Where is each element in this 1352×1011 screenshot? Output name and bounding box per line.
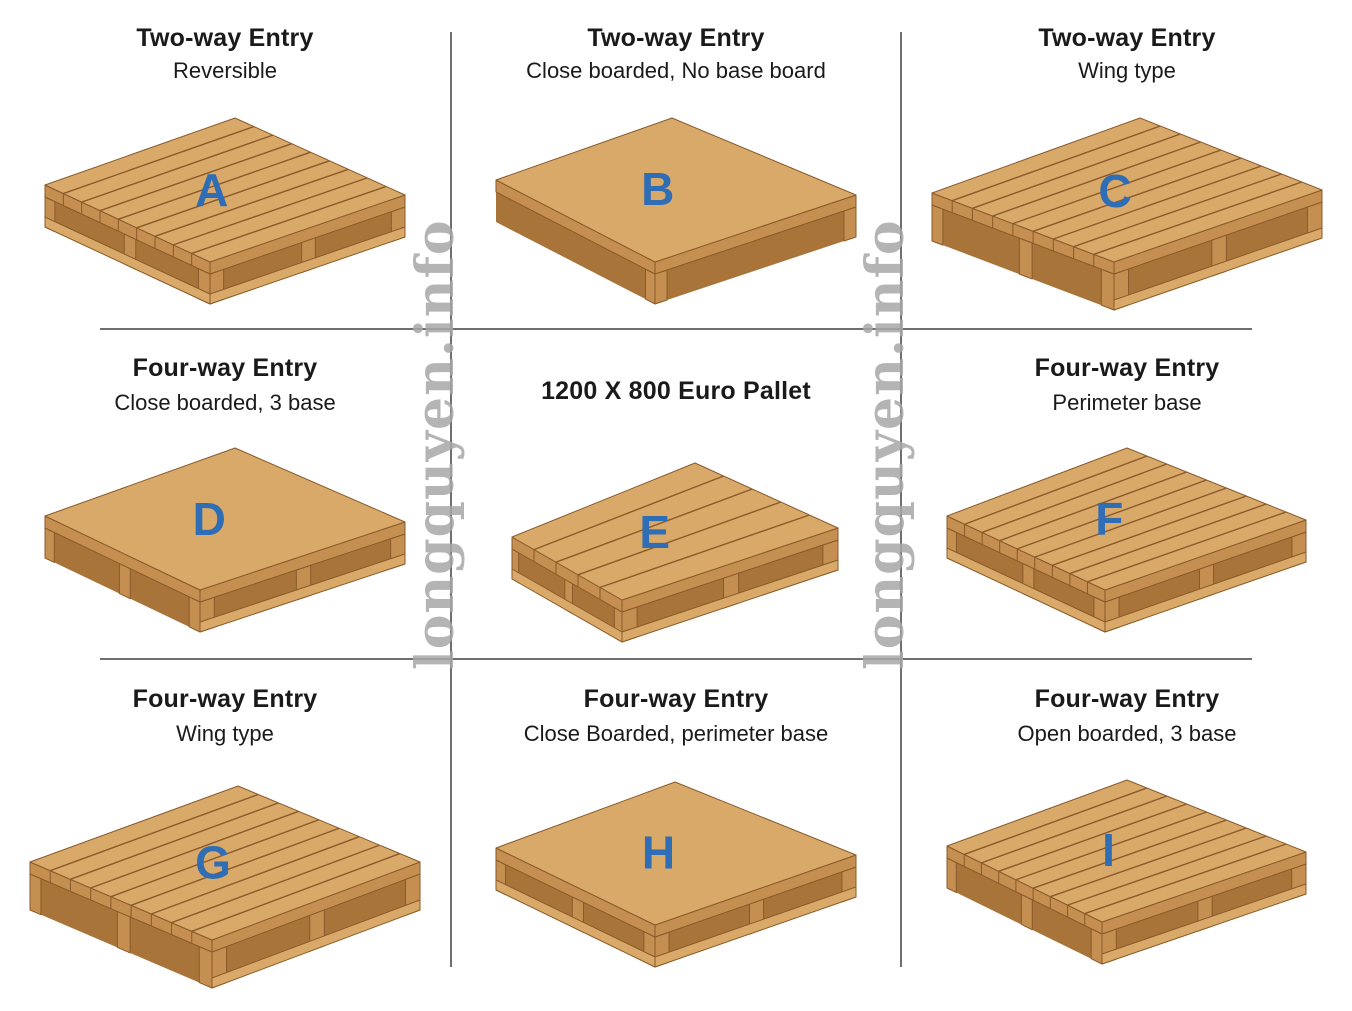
- cell-title: Four-way Entry: [1034, 354, 1220, 382]
- pallet-cell-f: Four-way Entry Perimeter base F: [902, 330, 1352, 660]
- pallet-letter-label: D: [193, 493, 226, 545]
- pallet-cell-d: Four-way Entry Close boarded, 3 base D: [0, 330, 450, 660]
- pallet-letter-label: C: [1098, 165, 1131, 217]
- pallet-letter-label: A: [195, 164, 228, 216]
- cell-subtitle: Open boarded, 3 base: [1017, 721, 1237, 746]
- cell-title: Four-way Entry: [132, 685, 318, 713]
- cell-title: Four-way Entry: [583, 685, 769, 713]
- pallet-letter-label: H: [642, 827, 675, 879]
- pallet-letter-label: E: [639, 506, 670, 558]
- cell-title: Two-way Entry: [1038, 24, 1216, 52]
- cell-subtitle: Perimeter base: [1052, 390, 1202, 415]
- pallet-illustration-h: H: [495, 781, 857, 968]
- pallet-illustration-e: E: [511, 462, 839, 643]
- pallet-cell-i: Four-way Entry Open boarded, 3 base I: [902, 660, 1352, 990]
- cell-subtitle: Close boarded, No base board: [526, 58, 826, 83]
- cell-title: 1200 X 800 Euro Pallet: [541, 377, 811, 405]
- pallet-illustration-d: D: [44, 447, 406, 633]
- cell-title: Two-way Entry: [136, 24, 314, 52]
- pallet-cell-e: 1200 X 800 Euro Pallet E: [451, 330, 901, 660]
- pallet-cell-h: Four-way Entry Close Boarded, perimeter …: [451, 660, 901, 990]
- cell-subtitle: Close boarded, 3 base: [114, 390, 336, 415]
- pallet-letter-label: B: [641, 163, 674, 215]
- cell-subtitle: Reversible: [173, 58, 277, 83]
- cell-title: Four-way Entry: [1034, 685, 1220, 713]
- pallet-illustration-i: I: [946, 779, 1307, 965]
- pallet-illustration-a: A: [44, 117, 406, 305]
- grid-divider-horizontal-bottom: [100, 658, 1252, 660]
- grid-divider-vertical-left: [450, 32, 452, 967]
- pallet-letter-label: G: [195, 837, 231, 889]
- pallet-cell-a: Two-way Entry Reversible A: [0, 0, 450, 330]
- cell-subtitle: Wing type: [176, 721, 274, 746]
- pallet-illustration-f: F: [946, 447, 1307, 633]
- pallet-illustration-g: G: [29, 785, 421, 989]
- grid-divider-horizontal-top: [100, 328, 1252, 330]
- cell-title: Four-way Entry: [132, 354, 318, 382]
- pallet-letter-label: F: [1095, 493, 1123, 545]
- pallet-cell-b: Two-way Entry Close boarded, No base boa…: [451, 0, 901, 330]
- grid-divider-vertical-right: [900, 32, 902, 967]
- pallet-cell-c: Two-way Entry Wing type C: [902, 0, 1352, 330]
- cell-subtitle: Close Boarded, perimeter base: [523, 721, 829, 746]
- pallet-illustration-c: C: [931, 117, 1323, 311]
- pallet-cell-g: Four-way Entry Wing type G: [0, 660, 450, 990]
- pallet-letter-label: I: [1102, 824, 1115, 876]
- cell-subtitle: Wing type: [1078, 58, 1176, 83]
- cell-title: Two-way Entry: [587, 24, 765, 52]
- pallet-illustration-b: B: [495, 117, 857, 305]
